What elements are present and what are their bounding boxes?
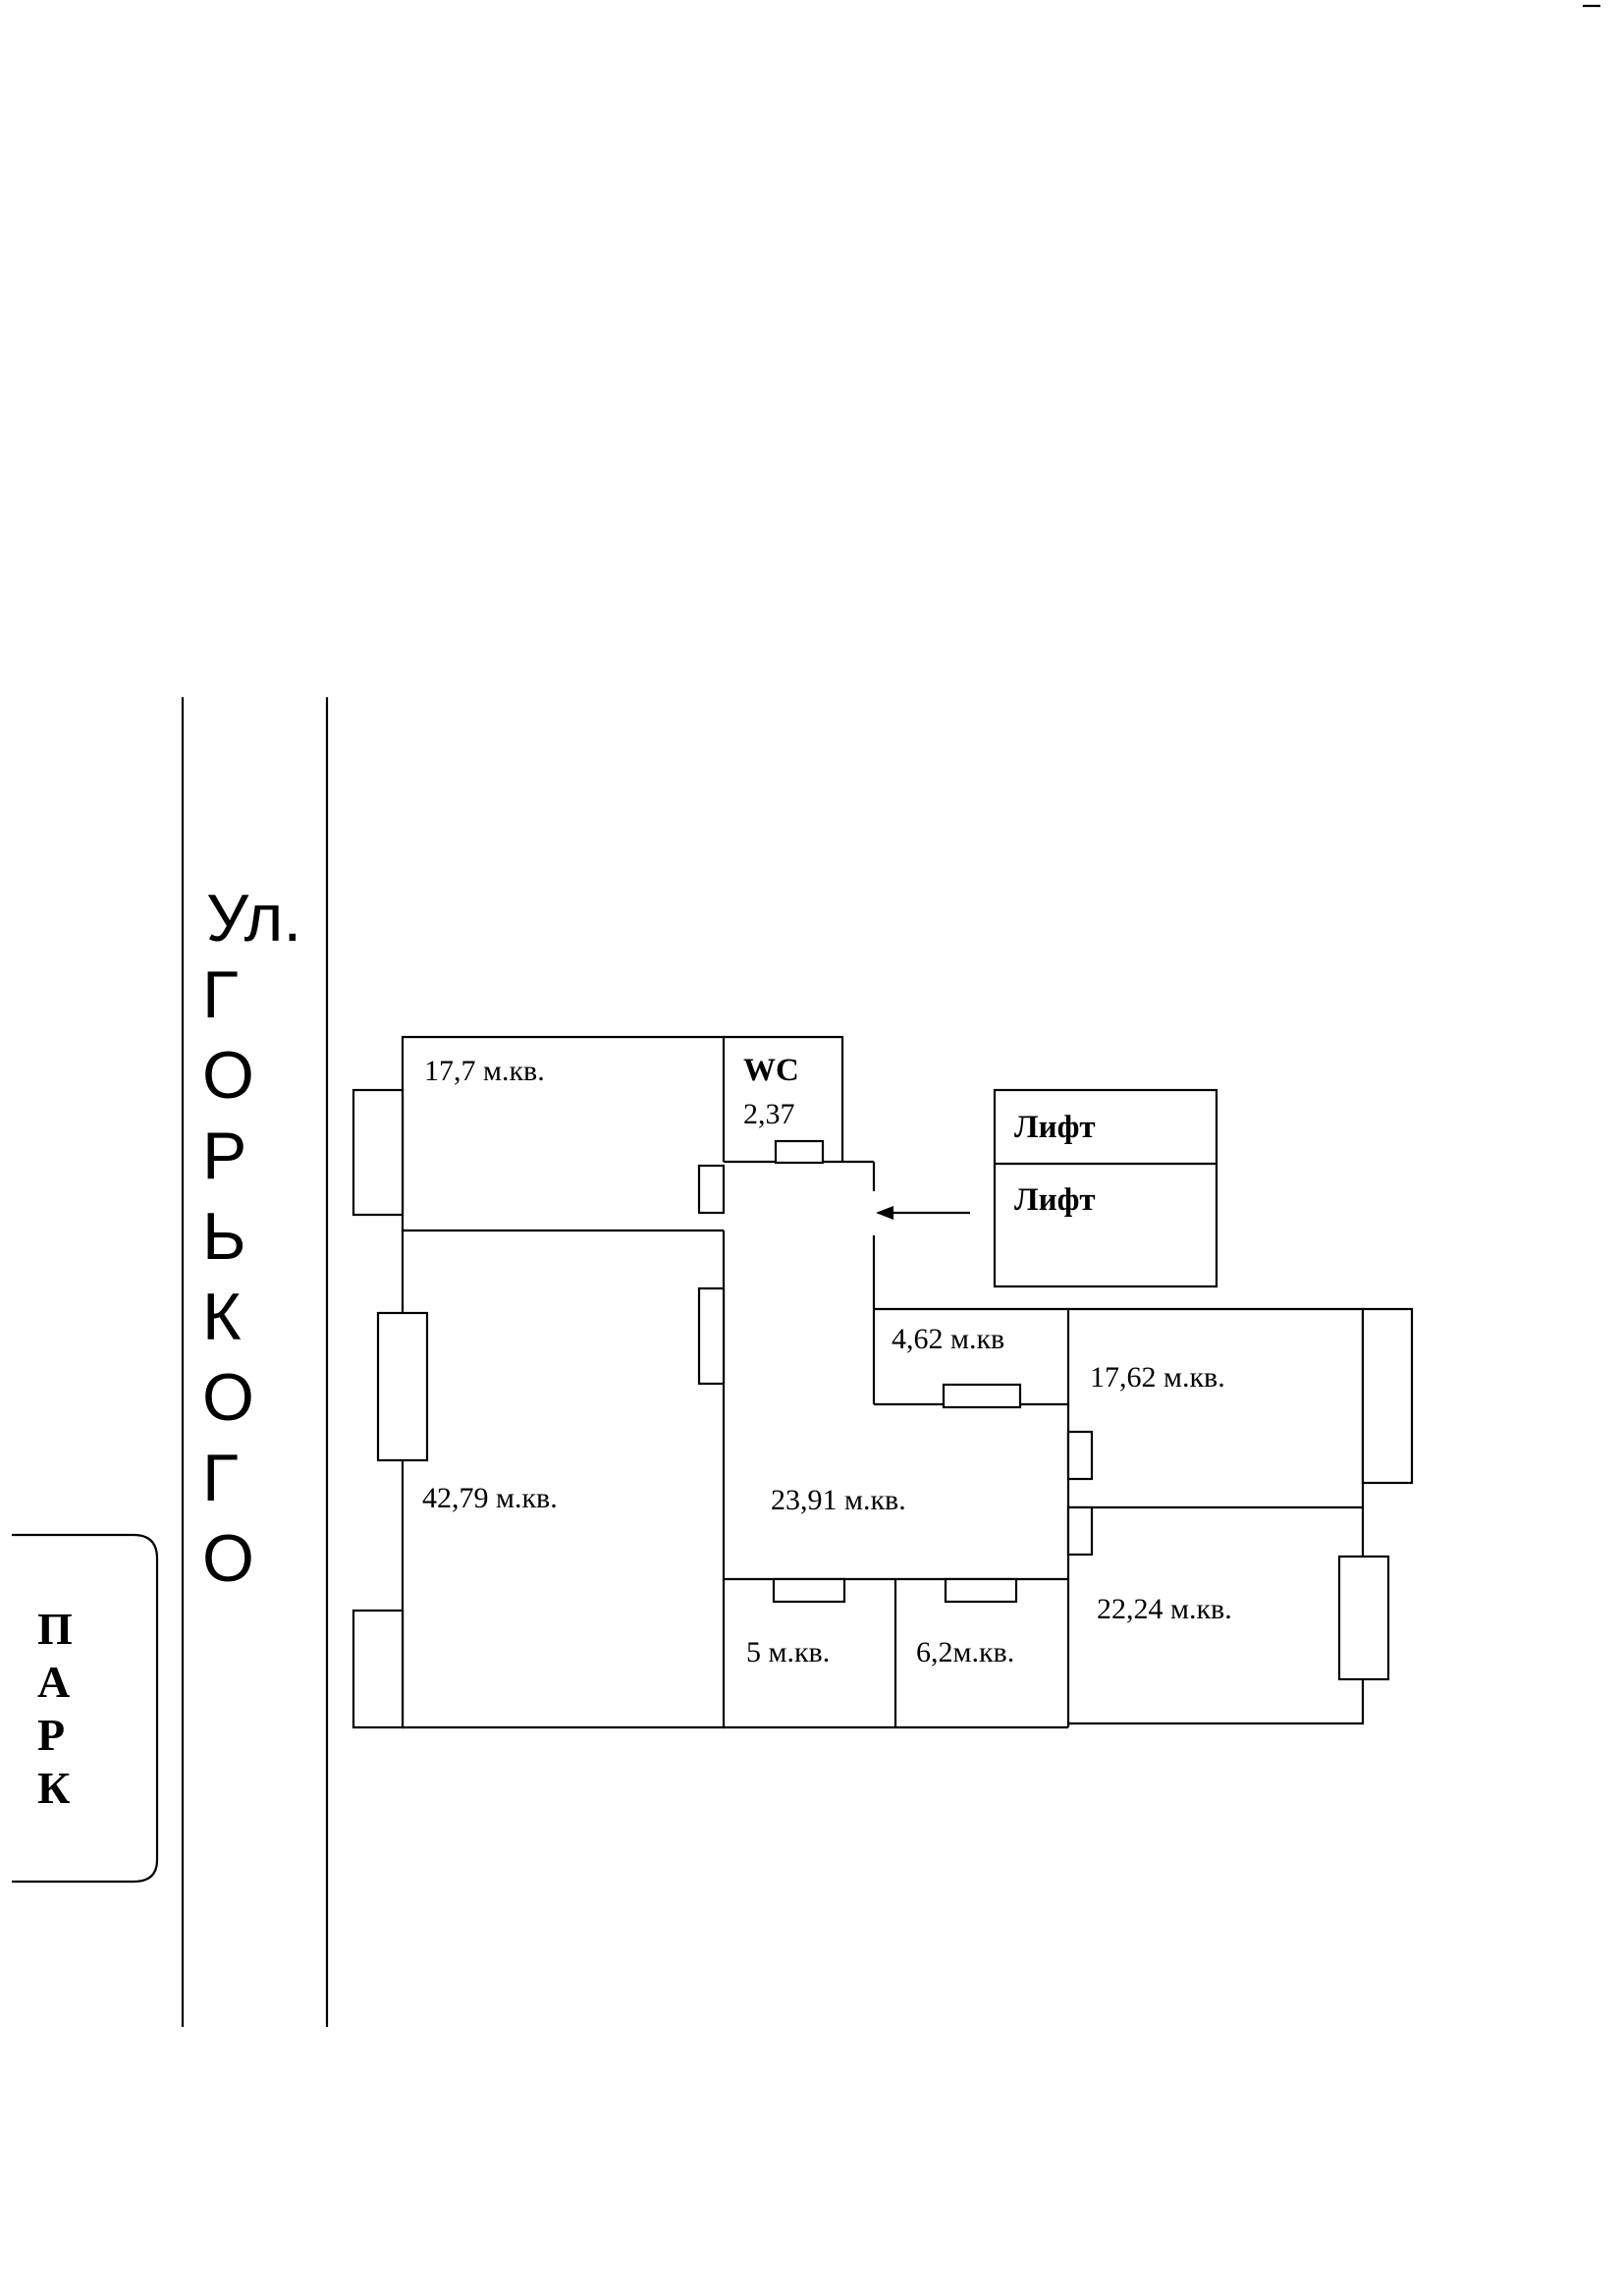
entrance-arrow-icon: [876, 1206, 970, 1220]
park-box: [12, 1533, 159, 1884]
street-letter: О: [202, 1360, 254, 1435]
room-area-label: 6,2м.кв.: [916, 1636, 1014, 1668]
lift-label: Лифт: [1014, 1110, 1096, 1145]
room-area-label: 22,24 м.кв.: [1097, 1593, 1232, 1625]
lift-label: Лифт: [1014, 1182, 1096, 1218]
park-letter: К: [37, 1763, 70, 1813]
street-letter: Р: [202, 1119, 246, 1193]
park-letter: Р: [37, 1710, 65, 1760]
hall-area-label: 23,91 м.кв.: [771, 1484, 906, 1516]
street-letter: Г: [202, 957, 239, 1032]
park-label: П А Р К: [37, 1604, 73, 1813]
street-letter: О: [202, 1521, 254, 1596]
street-name: Г О Р Ь К О Г О: [202, 957, 254, 1596]
street-prefix: Ул.: [206, 881, 301, 956]
room-area-label: 4,62 м.кв: [892, 1323, 1004, 1355]
room-area-label: 17,7 м.кв.: [424, 1055, 545, 1087]
room-area-label: 17,62 м.кв.: [1090, 1361, 1225, 1394]
street-letter: Ь: [202, 1199, 246, 1274]
room-area-label: 42,79 м.кв.: [422, 1482, 558, 1514]
street-letter: Г: [202, 1441, 239, 1515]
street-letter: О: [202, 1038, 254, 1113]
lift-block: [993, 1088, 1218, 1288]
wc-label: WC: [743, 1053, 799, 1088]
doors: [697, 1139, 1094, 1604]
park-letter: П: [37, 1604, 73, 1654]
windows: [352, 1088, 1414, 1729]
street-letter: К: [202, 1280, 242, 1354]
wc-area-label: 2,37: [743, 1098, 795, 1130]
room-area-label: 5 м.кв.: [746, 1636, 830, 1668]
park-letter: А: [37, 1657, 70, 1707]
